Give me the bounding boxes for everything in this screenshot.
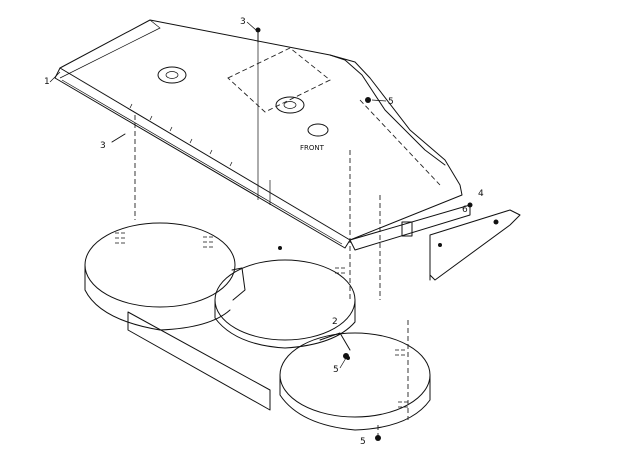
spindle-hole-right — [307, 123, 329, 137]
housing-ring-middle — [214, 259, 356, 341]
blade-housing — [84, 222, 431, 431]
callout-4: 4 — [478, 189, 484, 199]
callout-6: 6 — [462, 205, 468, 215]
front-label: FRONT — [300, 144, 325, 152]
housing-ring-left — [84, 222, 236, 308]
assembly-lines — [134, 115, 409, 440]
spindle-hole-center — [275, 96, 305, 114]
callout-5-mid: 5 — [333, 365, 339, 375]
bolt-left — [111, 133, 126, 143]
fasteners — [111, 27, 473, 441]
callouts: 3 3 1 2 4 5 5 5 6 FRONT — [44, 17, 484, 447]
callout-5-bottom: 5 — [360, 437, 366, 447]
callout-5-right: 5 — [388, 97, 394, 107]
housing-ring-right — [279, 332, 431, 418]
spindle-hole-left — [157, 66, 187, 84]
callout-3-top: 3 — [240, 17, 246, 27]
callout-3-left: 3 — [100, 141, 106, 151]
side-bracket — [349, 204, 521, 281]
callout-2: 2 — [332, 317, 338, 327]
deck-plate — [54, 19, 463, 249]
callout-1: 1 — [44, 77, 50, 87]
